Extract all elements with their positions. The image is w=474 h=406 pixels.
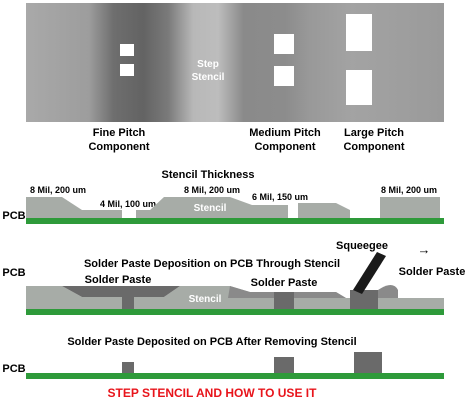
large-pitch-label-line2: Component xyxy=(343,141,404,153)
stencil-label-section2: Stencil xyxy=(189,294,222,305)
fine-pitch-label-line2: Component xyxy=(88,141,149,153)
deposition-title: Solder Paste Deposition on PCB Through S… xyxy=(84,258,340,270)
pcb-board-section3 xyxy=(26,373,444,379)
medium-pitch-label-line2: Component xyxy=(254,141,315,153)
fine-pitch-aperture-2 xyxy=(120,64,134,76)
paste-in-fine-aperture xyxy=(122,297,134,309)
thickness-label-8mil-right: 8 Mil, 200 um xyxy=(381,185,437,195)
step-stencil-label-line1: Step xyxy=(197,59,219,70)
solder-paste-label-mid: Solder Paste xyxy=(251,277,318,289)
stencil-profile-left xyxy=(26,197,122,218)
thickness-label-6mil: 6 Mil, 150 um xyxy=(252,192,308,202)
cross-section-deposition: Solder Paste Deposition on PCB Through S… xyxy=(2,240,465,315)
stencil-profile-right xyxy=(380,197,440,218)
solder-paste-label-left: Solder Paste xyxy=(85,274,152,286)
stencil-thickness-title: Stencil Thickness xyxy=(162,169,255,181)
component-labels: Fine Pitch Component Medium Pitch Compon… xyxy=(88,127,404,153)
stencil-plate xyxy=(26,3,444,122)
thickness-label-8mil-mid: 8 Mil, 200 um xyxy=(184,185,240,195)
step-stencil-label-line2: Stencil xyxy=(192,72,225,83)
paste-bead xyxy=(378,285,398,298)
cross-section-thickness: Stencil Thickness 8 Mil, 200 um 4 Mil, 1… xyxy=(2,169,444,224)
fine-pitch-label-line1: Fine Pitch xyxy=(93,127,146,139)
fine-pitch-aperture-1 xyxy=(120,44,134,56)
stencil-profile-middle xyxy=(136,197,288,218)
medium-pitch-aperture-2 xyxy=(274,66,294,86)
stencil-top-view: Step Stencil xyxy=(26,3,444,122)
paste-in-medium-aperture xyxy=(274,292,294,309)
squeegee-direction-arrow: → xyxy=(418,242,431,257)
pcb-label-section1: PCB xyxy=(2,210,25,222)
medium-pitch-label-line1: Medium Pitch xyxy=(249,127,321,139)
paste-layer-fine xyxy=(62,286,180,297)
pcb-label-section2: PCB xyxy=(2,267,25,279)
medium-pitch-aperture-1 xyxy=(274,34,294,54)
stencil-label-section1: Stencil xyxy=(194,203,227,214)
squeegee-label: Squeegee xyxy=(336,240,388,252)
paste-in-large-aperture xyxy=(350,290,378,309)
deposit-large xyxy=(354,352,382,373)
thickness-label-4mil: 4 Mil, 100 um xyxy=(100,199,156,209)
diagram-caption: STEP STENCIL AND HOW TO USE IT xyxy=(108,386,318,400)
solder-paste-label-right: Solder Paste xyxy=(399,266,466,278)
deposit-fine xyxy=(122,362,134,373)
large-pitch-aperture-2 xyxy=(346,70,372,105)
cross-section-after-removal: Solder Paste Deposited on PCB After Remo… xyxy=(2,336,444,379)
stencil-profile-step-6mil xyxy=(298,203,350,218)
large-pitch-aperture-1 xyxy=(346,14,372,51)
pcb-board-section1 xyxy=(26,218,444,224)
deposit-medium xyxy=(274,357,294,373)
pcb-board-section2 xyxy=(26,309,444,315)
large-pitch-label-line1: Large Pitch xyxy=(344,127,404,139)
thickness-label-8mil-left: 8 Mil, 200 um xyxy=(30,185,86,195)
pcb-label-section3: PCB xyxy=(2,363,25,375)
after-removal-title: Solder Paste Deposited on PCB After Remo… xyxy=(67,336,356,348)
squeegee-blade xyxy=(353,252,386,294)
